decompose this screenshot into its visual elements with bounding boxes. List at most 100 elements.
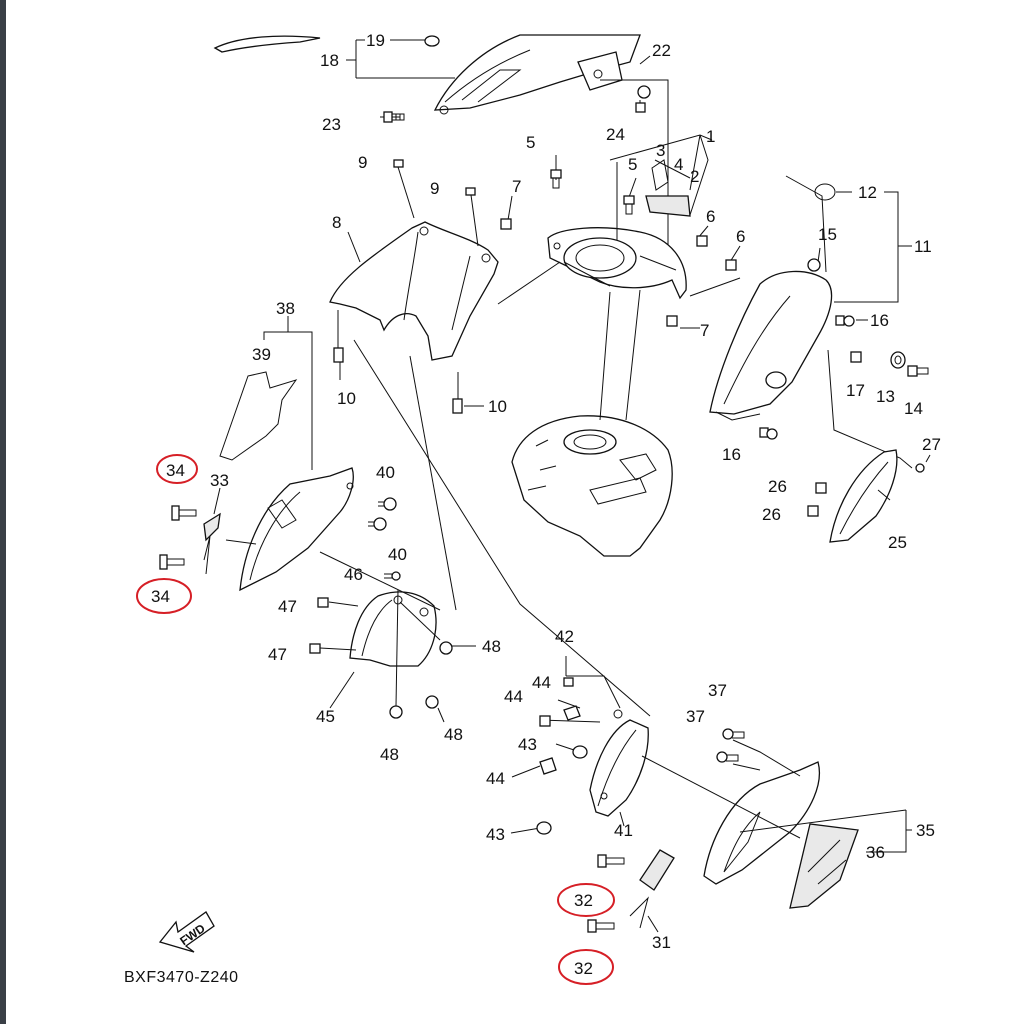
bolt-23 [383, 111, 405, 123]
bolt-22 [637, 85, 651, 99]
clip-10a [333, 310, 344, 380]
label-15: 15 [818, 225, 837, 244]
label-14: 14 [904, 399, 923, 418]
bolt-40a [378, 497, 397, 511]
nut-47a [317, 597, 329, 608]
fuel-tank-part [511, 415, 673, 557]
label-22: 22 [652, 41, 671, 60]
screw-37b [716, 751, 739, 763]
label-5a: 5 [526, 133, 535, 152]
label-1: 1 [706, 127, 715, 146]
label-40b: 40 [388, 545, 407, 564]
label-17: 17 [846, 381, 865, 400]
bolt-40b [368, 517, 387, 531]
label-35: 35 [916, 821, 935, 840]
dash-lines-center [599, 289, 641, 421]
label-10a: 10 [337, 389, 356, 408]
leader-35-37 [647, 739, 912, 933]
label-33: 33 [210, 471, 229, 490]
label-18: 18 [320, 51, 339, 70]
screw-5b [623, 195, 635, 215]
label-37b: 37 [686, 707, 705, 726]
bolt-14 [907, 365, 929, 377]
emblem-33 [203, 512, 221, 575]
label-13: 13 [876, 387, 895, 406]
screw-34a [171, 505, 197, 521]
screw-5a [550, 169, 562, 189]
highlight-circles [136, 454, 615, 985]
cover-25 [829, 449, 898, 543]
label-48a: 48 [482, 637, 501, 656]
nut-6b [725, 259, 737, 271]
rivet-48c [389, 705, 403, 719]
label-8: 8 [332, 213, 341, 232]
label-24: 24 [606, 125, 625, 144]
tank-cover-part [547, 227, 687, 300]
forward-arrow-icon [158, 911, 215, 953]
rivet-48b [425, 695, 439, 709]
label-43b: 43 [486, 825, 505, 844]
label-27: 27 [922, 435, 941, 454]
leader-41-44 [510, 656, 625, 834]
part-labels: 19 18 22 23 24 1 3 4 2 5 5 9 9 7 6 6 8 7… [124, 31, 941, 986]
label-37a: 37 [708, 681, 727, 700]
side-cover-35 [703, 761, 820, 885]
rivet-48a [439, 641, 453, 655]
clip-26a [815, 482, 827, 494]
grommet-12 [814, 183, 836, 201]
screw-32b [587, 919, 615, 933]
nut-44b [539, 715, 551, 727]
screw-46 [384, 571, 401, 581]
leader-33 [213, 487, 257, 545]
grommet-43a [572, 745, 588, 759]
label-25: 25 [888, 533, 907, 552]
label-9b: 9 [430, 179, 439, 198]
nut-44c [539, 757, 557, 775]
label-23: 23 [322, 115, 341, 134]
assembly-lines [319, 261, 801, 839]
label-38: 38 [276, 299, 295, 318]
label-32a: 32 [574, 891, 593, 910]
label-48b: 48 [444, 725, 463, 744]
label-11: 11 [914, 237, 932, 256]
label-10b: 10 [488, 397, 507, 416]
label-7b: 7 [700, 321, 709, 340]
label-6b: 6 [736, 227, 745, 246]
clip-10b [452, 372, 484, 414]
label-6a: 6 [706, 207, 715, 226]
label-26a: 26 [768, 477, 787, 496]
grommet-15 [807, 258, 821, 272]
grommet-13 [890, 351, 906, 369]
bolt-16a [835, 315, 855, 327]
label-34b: 34 [151, 587, 170, 606]
clip-24 [635, 102, 646, 113]
leader-38 [263, 316, 313, 470]
label-26b: 26 [762, 505, 781, 524]
screw-32a [597, 854, 625, 868]
label-40a: 40 [376, 463, 395, 482]
nut-44a [563, 705, 581, 721]
label-5b: 5 [628, 155, 637, 174]
label-4: 4 [674, 155, 683, 174]
bracket-41 [589, 709, 649, 817]
label-16b: 16 [722, 445, 741, 464]
screw-34b [159, 554, 185, 570]
label-46: 46 [344, 565, 363, 584]
nut-47b [309, 643, 321, 654]
nut-6a [696, 235, 708, 247]
clip-26b [807, 505, 819, 517]
label-16a: 16 [870, 311, 889, 330]
side-panel-8 [329, 221, 499, 361]
leader-45-48 [319, 589, 476, 723]
right-panel-11 [709, 270, 833, 421]
label-3: 3 [656, 141, 665, 160]
label-9a: 9 [358, 153, 367, 172]
screw-9b [465, 187, 479, 247]
label-44b: 44 [504, 687, 523, 706]
label-31: 31 [652, 933, 671, 952]
label-19: 19 [366, 31, 385, 50]
label-2: 2 [690, 167, 699, 186]
screw-37a [722, 728, 745, 740]
label-43a: 43 [518, 735, 537, 754]
